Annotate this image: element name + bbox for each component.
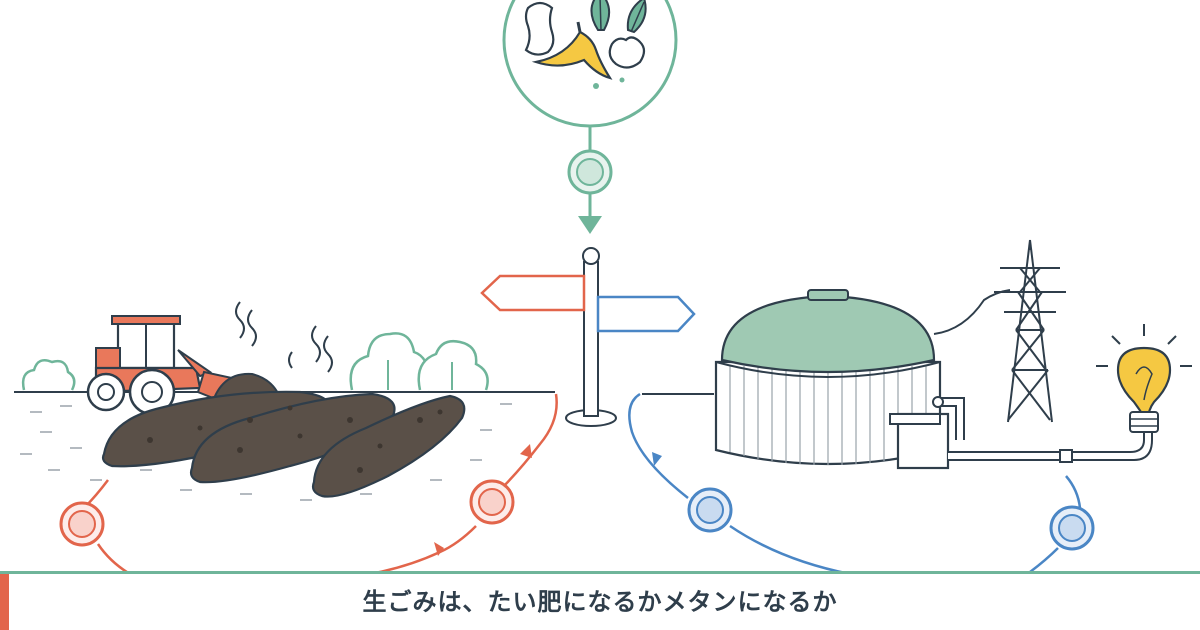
methane-cycle-path: [628, 392, 1095, 576]
compost-cycle-path: [59, 393, 558, 582]
compost-windrow-icon: [101, 390, 466, 498]
compost-field: [14, 332, 555, 501]
light-bulb-icon: [1096, 324, 1192, 433]
caption-title: 生ごみは、たい肥になるかメタンになるか: [362, 588, 838, 616]
caption-bar: 生ごみは、たい肥になるかメタンになるか: [0, 571, 1200, 630]
power-tower-icon: [994, 239, 1066, 423]
steam-icon: [235, 301, 333, 373]
green-flow-connector: [567, 126, 613, 234]
caption-accent-stripe: [0, 574, 9, 630]
biogas-digester-icon: [714, 289, 1153, 470]
signpost-icon: [480, 247, 696, 427]
food-waste-icon: [502, 0, 678, 128]
